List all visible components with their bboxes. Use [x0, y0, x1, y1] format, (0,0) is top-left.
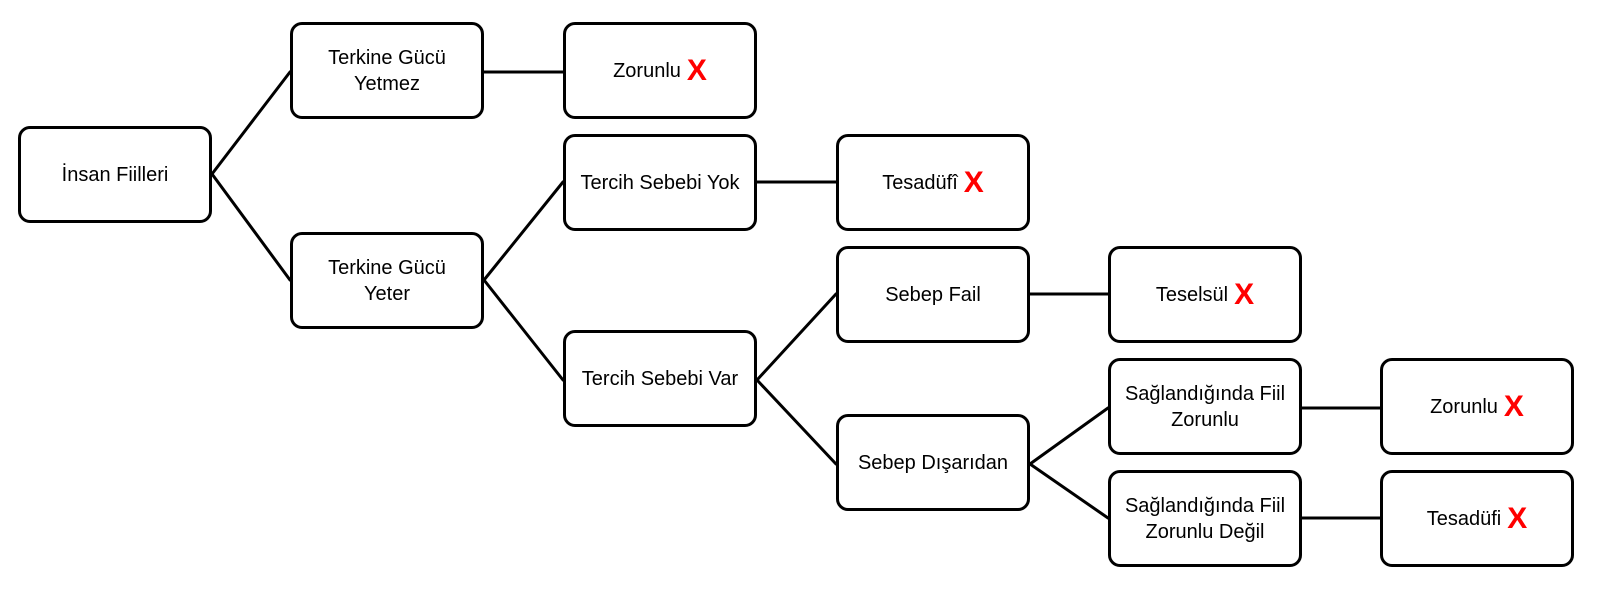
cross-mark-icon: X [1234, 277, 1255, 311]
node-label: Sebep Fail [885, 283, 981, 306]
node-label: Teselsül [1155, 283, 1229, 306]
node-label: Sağlandığında Fiil Zorunlu [1124, 382, 1286, 431]
connector-disaridan-to-saglandiginda-degil [1028, 462, 1110, 520]
node-label: Sağlandığında Fiil Zorunlu Değil [1124, 494, 1286, 543]
connector-yeter-to-tercih-var [482, 278, 565, 382]
node-tesadufi-rejected-2: Tesadüfi X [1380, 470, 1574, 567]
node-saglandiginda-fiil-zorunlu: Sağlandığında Fiil Zorunlu [1108, 358, 1302, 455]
connector-yeter-to-tercih-yok [482, 180, 565, 282]
node-label: Terkine Gücü Yeter [328, 256, 446, 305]
cross-mark-icon: X [1507, 501, 1528, 535]
node-insan-fiilleri: İnsan Fiilleri [18, 126, 212, 223]
node-label: Zorunlu [613, 59, 681, 82]
node-tesadufi-rejected-1: Tesadüfî X [836, 134, 1030, 231]
connector-tercih-var-to-sebep-disaridan [755, 378, 838, 466]
node-label: Tercih Sebebi Yok [580, 171, 740, 194]
node-sebep-fail: Sebep Fail [836, 246, 1030, 343]
node-sebep-disaridan: Sebep Dışarıdan [836, 414, 1030, 511]
node-zorunlu-rejected-2: Zorunlu X [1380, 358, 1574, 455]
node-tercih-sebebi-yok: Tercih Sebebi Yok [563, 134, 757, 231]
node-tercih-sebebi-var: Tercih Sebebi Var [563, 330, 757, 427]
node-label: Tesadüfi [1426, 507, 1502, 530]
connector-root-to-yetmez [210, 70, 292, 176]
node-label: Sebep Dışarıdan [857, 451, 1009, 474]
connector-tercih-var-to-sebep-fail [755, 292, 838, 382]
node-label: Tercih Sebebi Var [581, 367, 739, 390]
cross-mark-icon: X [1503, 389, 1524, 423]
connector-root-to-yeter [210, 172, 292, 282]
node-label: Terkine Gücü Yetmez [328, 46, 446, 95]
cross-mark-icon: X [686, 53, 707, 87]
node-teselsul-rejected: Teselsül X [1108, 246, 1302, 343]
node-terkine-gucu-yetmez: Terkine Gücü Yetmez [290, 22, 484, 119]
node-label: Tesadüfî [882, 171, 958, 194]
node-label: İnsan Fiilleri [61, 163, 169, 186]
node-zorunlu-rejected-1: Zorunlu X [563, 22, 757, 119]
node-terkine-gucu-yeter: Terkine Gücü Yeter [290, 232, 484, 329]
node-label: Zorunlu [1430, 395, 1498, 418]
node-saglandiginda-fiil-zorunlu-degil: Sağlandığında Fiil Zorunlu Değil [1108, 470, 1302, 567]
connector-disaridan-to-saglandiginda-zorunlu [1028, 406, 1110, 466]
cross-mark-icon: X [963, 165, 984, 199]
